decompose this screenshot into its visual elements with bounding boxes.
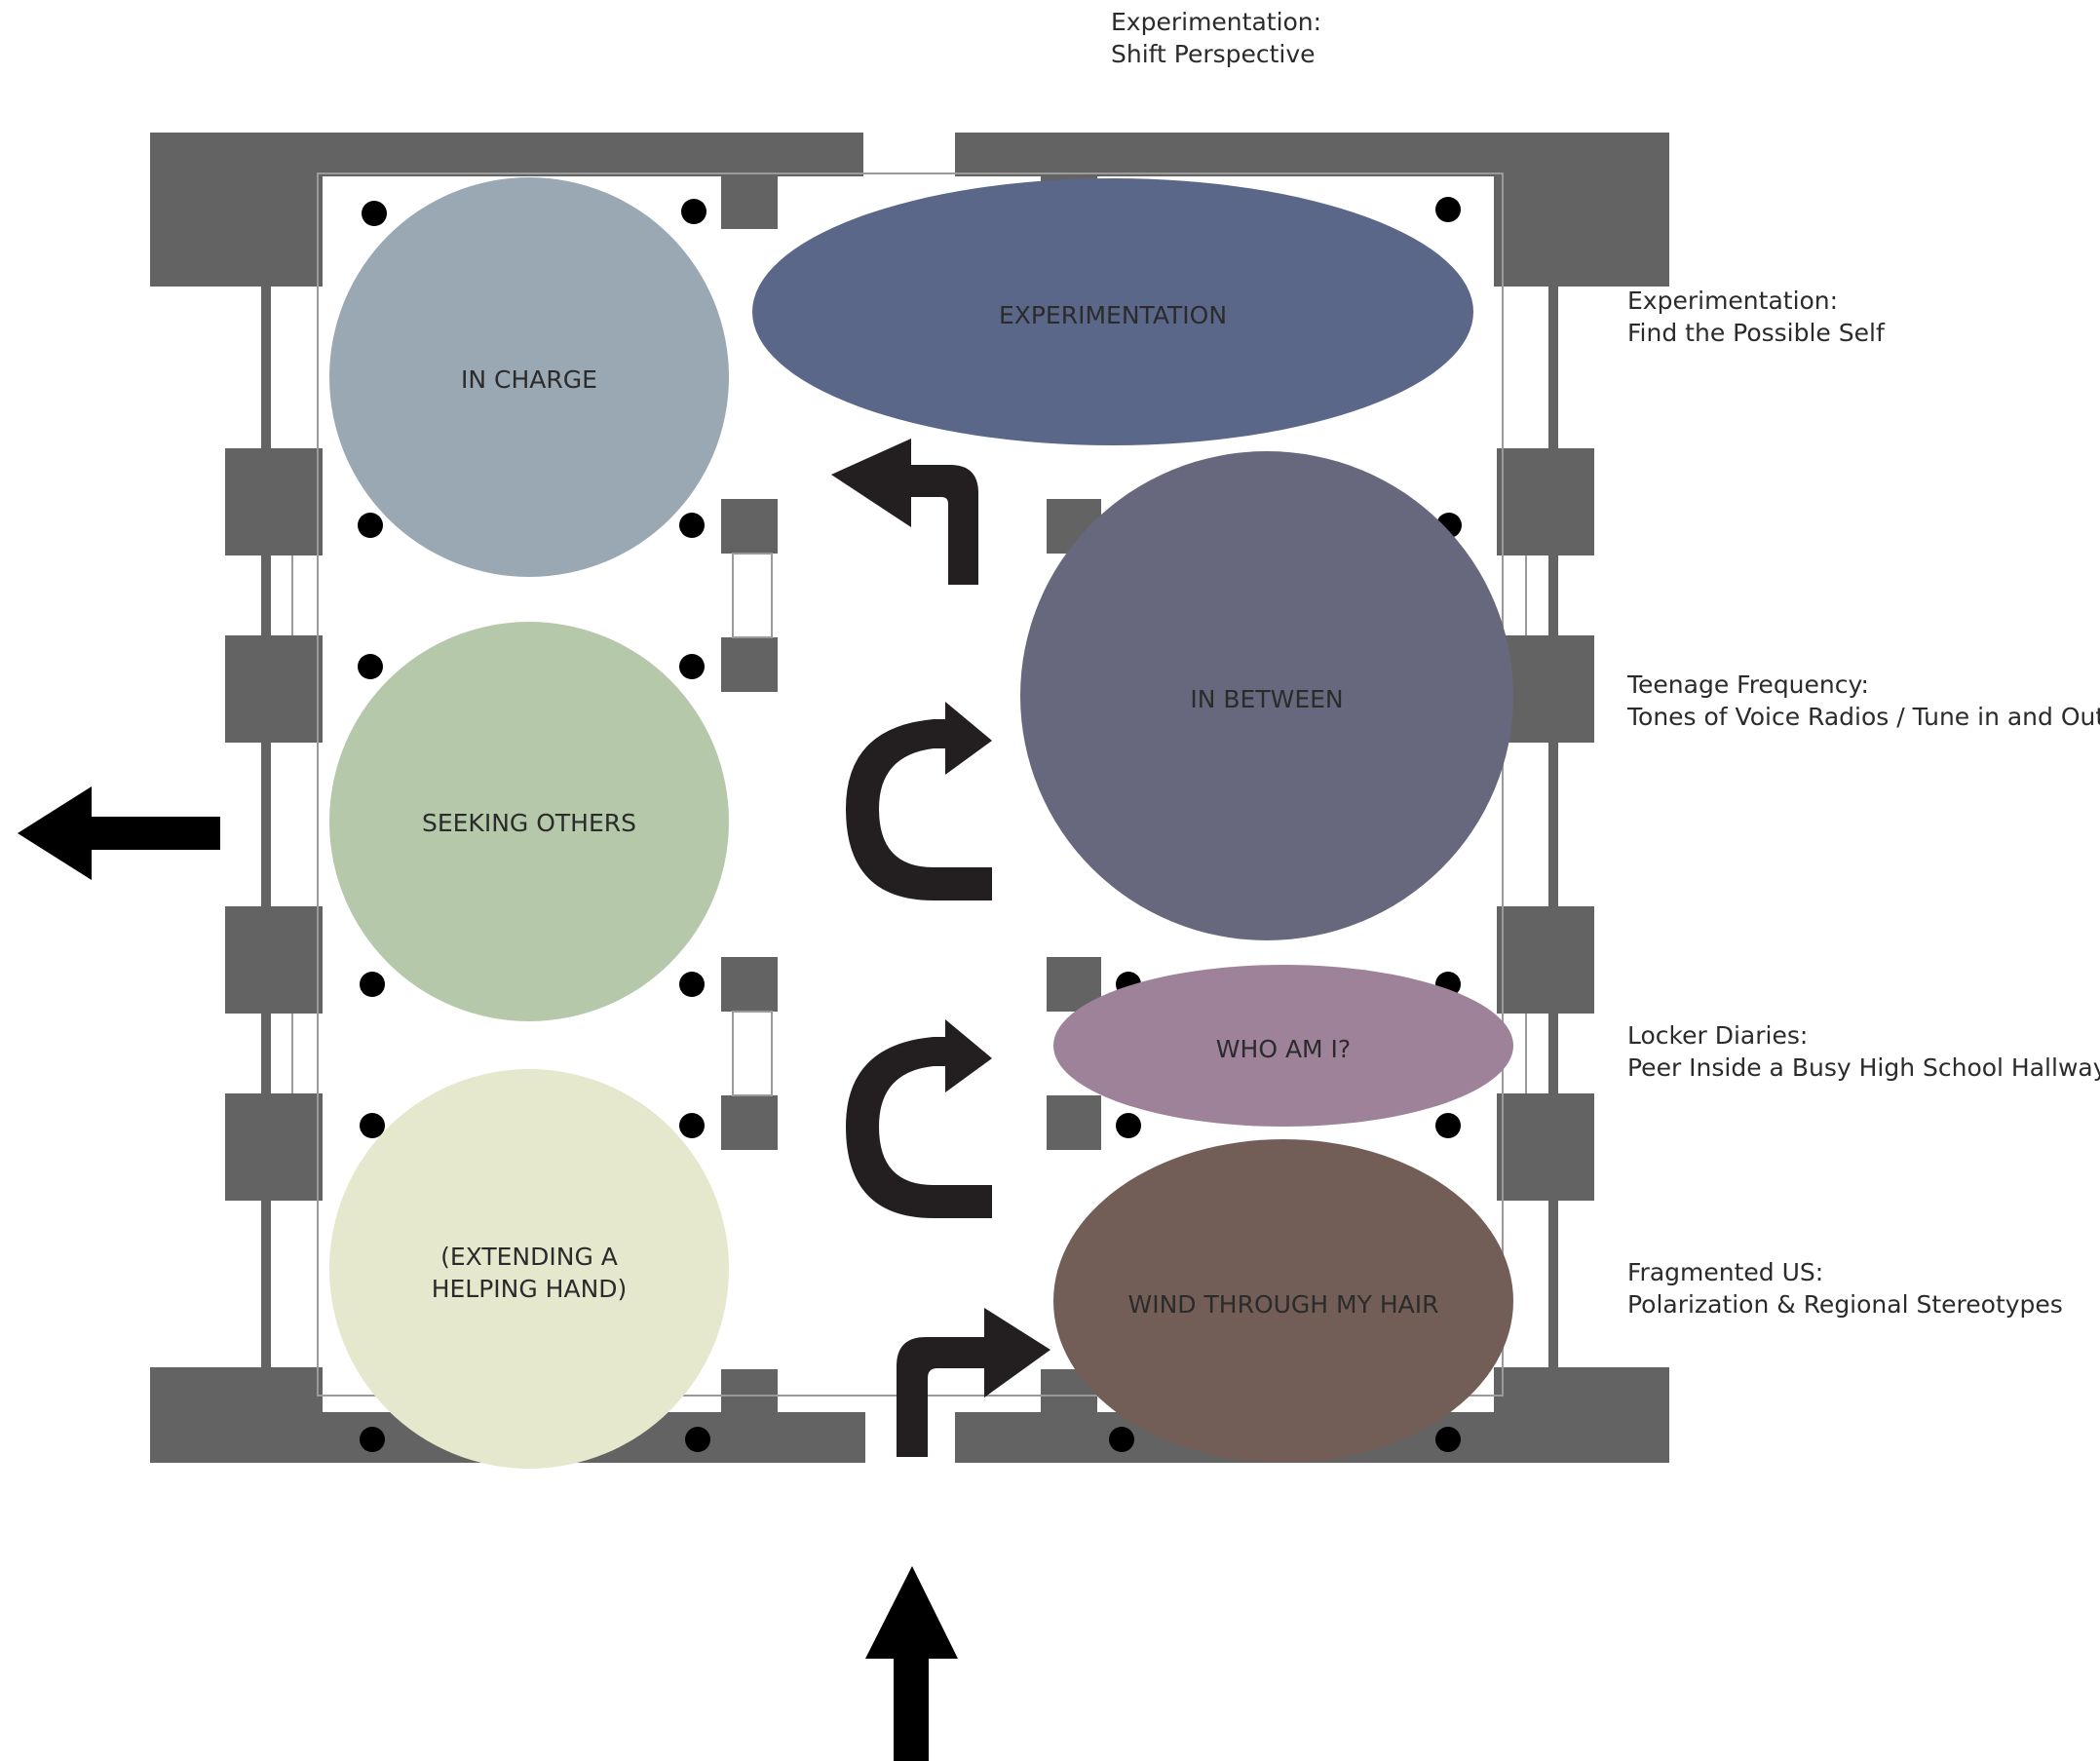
annotation-fragmented-us: Fragmented US: Polarization & Regional S… bbox=[1627, 1256, 2063, 1321]
zone-wind-label: WIND THROUGH MY HAIR bbox=[1128, 1290, 1439, 1319]
annotation-shift-perspective: Experimentation: Shift Perspective bbox=[1111, 6, 1321, 70]
entrance-arrow-icon bbox=[865, 1566, 958, 1761]
zone-in-charge-label: IN CHARGE bbox=[461, 365, 597, 394]
building-walls bbox=[150, 133, 1669, 1463]
zone-in-charge: IN CHARGE bbox=[329, 177, 729, 577]
zone-wind: WIND THROUGH MY HAIR bbox=[1053, 1139, 1513, 1463]
annotation-possible-self-subtitle: Find the Possible Self bbox=[1627, 319, 1885, 347]
zone-experimentation: EXPERIMENTATION bbox=[752, 178, 1473, 445]
zone-wind-shape bbox=[1053, 1139, 1513, 1463]
zone-who-am-i-shape bbox=[1053, 965, 1513, 1127]
zone-who-am-i: WHO AM I? bbox=[1053, 965, 1513, 1127]
annotation-possible-self: Experimentation: Find the Possible Self bbox=[1627, 285, 1885, 349]
u-turn-arrow-icon bbox=[846, 702, 992, 900]
columns bbox=[358, 197, 1462, 1452]
zone-experimentation-label: EXPERIMENTATION bbox=[999, 301, 1227, 329]
annotation-possible-self-title: Experimentation: bbox=[1627, 287, 1839, 315]
turn-right-arrow-icon bbox=[897, 1308, 1050, 1457]
exit-arrow-icon bbox=[18, 786, 220, 880]
zone-extending: (EXTENDING A HELPING HAND) bbox=[329, 1069, 729, 1469]
annotation-locker-diaries: Locker Diaries: Peer Inside a Busy High … bbox=[1627, 1019, 2100, 1084]
annotation-teenage-frequency-subtitle: Tones of Voice Radios / Tune in and Out bbox=[1627, 703, 2100, 731]
annotation-shift-perspective-title: Experimentation: bbox=[1111, 8, 1322, 36]
zone-seeking-others-shape bbox=[329, 622, 729, 1021]
annotation-teenage-frequency-title: Teenage Frequency: bbox=[1627, 670, 1869, 699]
zone-extending-label-line1: (EXTENDING A bbox=[440, 1243, 618, 1271]
annotation-locker-diaries-title: Locker Diaries: bbox=[1627, 1021, 1809, 1050]
zone-who-am-i-label: WHO AM I? bbox=[1216, 1035, 1351, 1063]
annotation-shift-perspective-subtitle: Shift Perspective bbox=[1111, 40, 1316, 68]
zone-seeking-others-label: SEEKING OTHERS bbox=[422, 809, 636, 837]
turn-left-arrow-icon bbox=[831, 439, 978, 585]
annotation-locker-diaries-subtitle: Peer Inside a Busy High School Hallway bbox=[1627, 1053, 2100, 1082]
zone-seeking-others: SEEKING OTHERS bbox=[329, 622, 729, 1021]
annotation-fragmented-us-title: Fragmented US: bbox=[1627, 1258, 1824, 1286]
annotation-fragmented-us-subtitle: Polarization & Regional Stereotypes bbox=[1627, 1290, 2063, 1319]
zone-in-charge-shape bbox=[329, 177, 729, 577]
zone-in-between-label: IN BETWEEN bbox=[1190, 685, 1343, 713]
u-turn-arrow-icon-2 bbox=[846, 1019, 992, 1218]
zone-in-between-shape bbox=[1020, 451, 1513, 940]
annotation-teenage-frequency: Teenage Frequency: Tones of Voice Radios… bbox=[1627, 669, 2100, 733]
zone-in-between: IN BETWEEN bbox=[1020, 451, 1513, 940]
zone-extending-label-line2: HELPING HAND) bbox=[432, 1275, 628, 1303]
zone-experimentation-shape bbox=[752, 178, 1473, 445]
zone-extending-shape bbox=[329, 1069, 729, 1469]
